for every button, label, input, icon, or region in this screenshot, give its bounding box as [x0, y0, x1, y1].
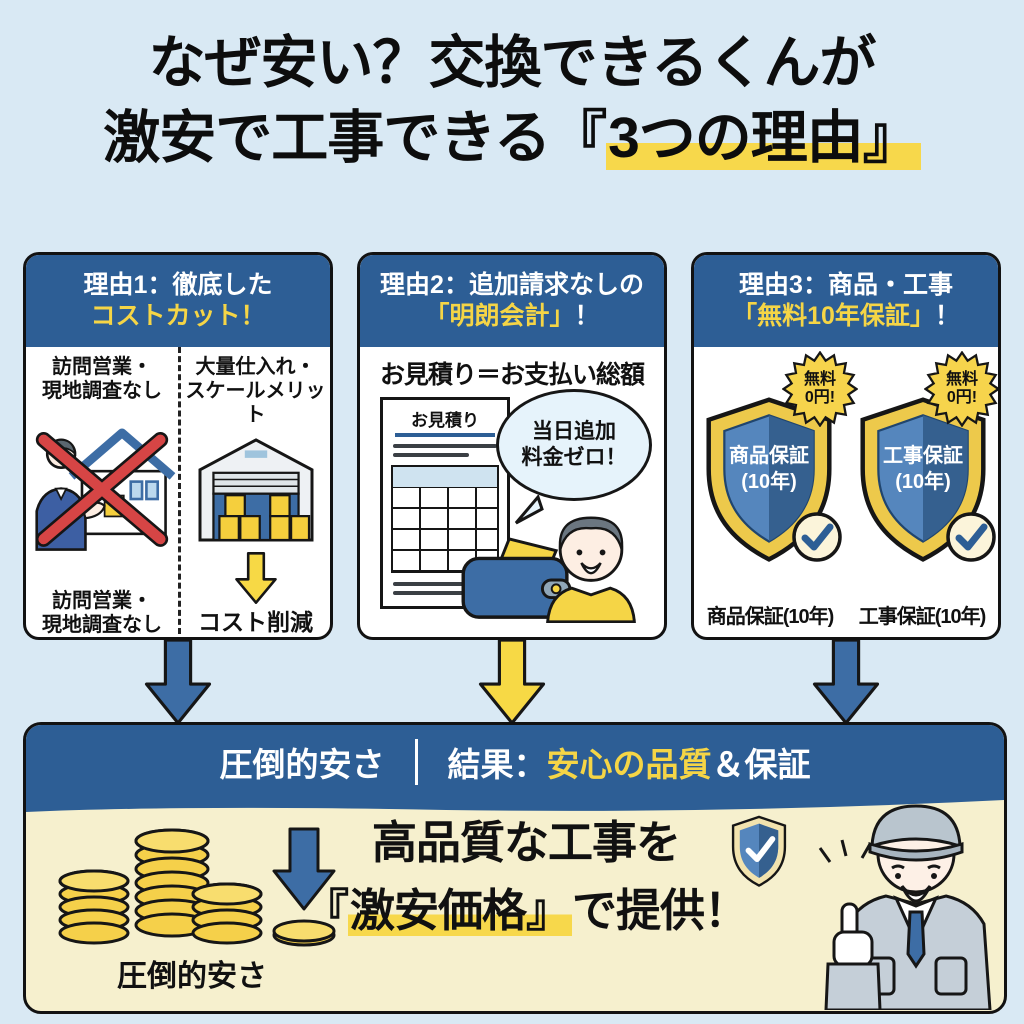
title-line-2: 激安で工事できる『3つの理由』	[0, 101, 1024, 176]
down-arrow-icon	[142, 638, 214, 729]
reason-2-header-line1: 理由2：追加請求なしの	[380, 270, 644, 299]
result-main-line2: 『激安価格』で提供！	[303, 884, 749, 936]
worker-thumbs-up-illustration	[808, 792, 994, 1011]
crossed-out-salesman-house-icon	[28, 407, 176, 556]
reason-3-header-line2: 「無料10年保証」！	[732, 302, 960, 330]
reason-2-card: 理由2：追加請求なしの 「明朗会計」！ お見積り＝お支払い総額 お見積り 当日追…	[357, 252, 667, 640]
reason-2-header: 理由2：追加請求なしの 「明朗会計」！	[360, 255, 664, 347]
reasons-row: 理由1：徹底した コストカット！ 訪問営業・ 現地調査なし	[23, 252, 1001, 640]
work-warranty-caption: 工事保証(10年)	[858, 606, 987, 628]
cost-reduction-arrow-icon	[229, 552, 283, 609]
reason-2-body: お見積り＝お支払い総額 お見積り 当日追加 料金ゼロ！	[360, 347, 664, 637]
reason-1-header: 理由1：徹底した コストカット！	[26, 255, 330, 347]
estimate-table	[391, 465, 499, 573]
bulk-purchase-column: 大量仕入れ・ スケールメリット	[178, 347, 330, 637]
result-main-line1: 高品質な工事を	[371, 817, 681, 868]
price-caption: 圧倒的安さ	[117, 960, 267, 993]
result-banner: 圧倒的安さ 結果：安心の品質＆保証	[26, 725, 1004, 799]
reason-3-body: 商品保証 (10年) 無料	[694, 347, 998, 637]
reason-3-header: 理由3：商品・工事 「無料10年保証」！	[694, 255, 998, 347]
reason-1-card: 理由1：徹底した コストカット！ 訪問営業・ 現地調査なし	[23, 252, 333, 640]
free-badge-text: 無料 0円!	[803, 371, 836, 406]
smiling-customer-illustration	[538, 505, 644, 628]
work-warranty-shield: 工事保証 (10年)	[856, 395, 996, 565]
check-icon	[790, 510, 844, 569]
free-badge: 無料 0円!	[923, 350, 998, 428]
price-highlight: 激安価格』	[347, 884, 572, 936]
speech-bubble-tail	[512, 493, 546, 530]
document-text-line	[393, 582, 497, 586]
free-badge: 無料 0円!	[781, 350, 859, 428]
cost-reduction-label: コスト削減	[198, 609, 313, 635]
reason-1-header-line1: 理由1：徹底した	[83, 270, 273, 299]
banner-curve	[26, 797, 1004, 812]
coins-icon	[42, 801, 342, 956]
result-box: 圧倒的安さ 結果：安心の品質＆保証	[23, 722, 1007, 1014]
document-text-line	[393, 444, 497, 448]
warehouse-icon	[190, 431, 322, 548]
document-text-line	[393, 591, 469, 595]
estimate-equals-total-text: お見積り＝お支払い総額	[379, 361, 645, 389]
reason-1-body: 訪問営業・ 現地調査なし	[26, 347, 330, 637]
down-arrow-icon	[476, 638, 548, 729]
product-warranty-caption: 商品保証(10年)	[706, 606, 835, 628]
document-text-line	[393, 453, 469, 457]
product-warranty-shield: 商品保証 (10年)	[702, 395, 842, 565]
reason-2-header-line2: 「明朗会計」！	[424, 302, 600, 330]
banner-price-text: 圧倒的安さ	[219, 746, 385, 783]
document-underline	[395, 433, 495, 437]
down-arrow-icon	[810, 638, 882, 729]
result-main-text: 高品質な工事を 『激安価格』で提供！	[252, 809, 800, 944]
reason-3-header-line1: 理由3：商品・工事	[739, 270, 953, 299]
banner-result-text: 結果：安心の品質＆保証	[447, 746, 811, 783]
work-warranty-shield-label: 工事保証 (10年)	[883, 445, 963, 493]
no-sales-bottom-text: 訪問営業・ 現地調査なし	[42, 589, 162, 636]
check-icon	[944, 510, 998, 569]
free-badge-text: 無料 0円!	[945, 371, 978, 406]
bulk-purchase-top-text: 大量仕入れ・ スケールメリット	[185, 356, 326, 426]
warranty-captions: 商品保証(10年) 工事保証(10年)	[694, 600, 998, 629]
shield-check-icon	[730, 815, 788, 892]
no-sales-column: 訪問営業・ 現地調査なし	[26, 347, 178, 637]
result-body: 圧倒的安さ 高品質な工事を 『激安価格』で提供！	[26, 799, 1004, 1011]
reason-1-header-line2: コストカット！	[90, 302, 266, 330]
no-sales-top-text: 訪問営業・ 現地調査なし	[42, 356, 162, 402]
banner-divider	[414, 739, 418, 785]
title-highlight: 3つの理由』	[606, 106, 921, 171]
product-warranty-shield-label: 商品保証 (10年)	[729, 445, 809, 493]
reason-3-card: 理由3：商品・工事 「無料10年保証」！ 商品保証 (10年)	[691, 252, 1001, 640]
title-line-1: なぜ安い？交換できるくんが	[148, 31, 877, 95]
estimate-document-title: お見積り	[411, 411, 479, 430]
page-title: なぜ安い？交換できるくんが 激安で工事できる『3つの理由』	[0, 26, 1024, 176]
title-line-2-pre: 激安で工事できる『	[103, 106, 607, 171]
speech-bubble: 当日追加 料金ゼロ！	[496, 389, 652, 501]
